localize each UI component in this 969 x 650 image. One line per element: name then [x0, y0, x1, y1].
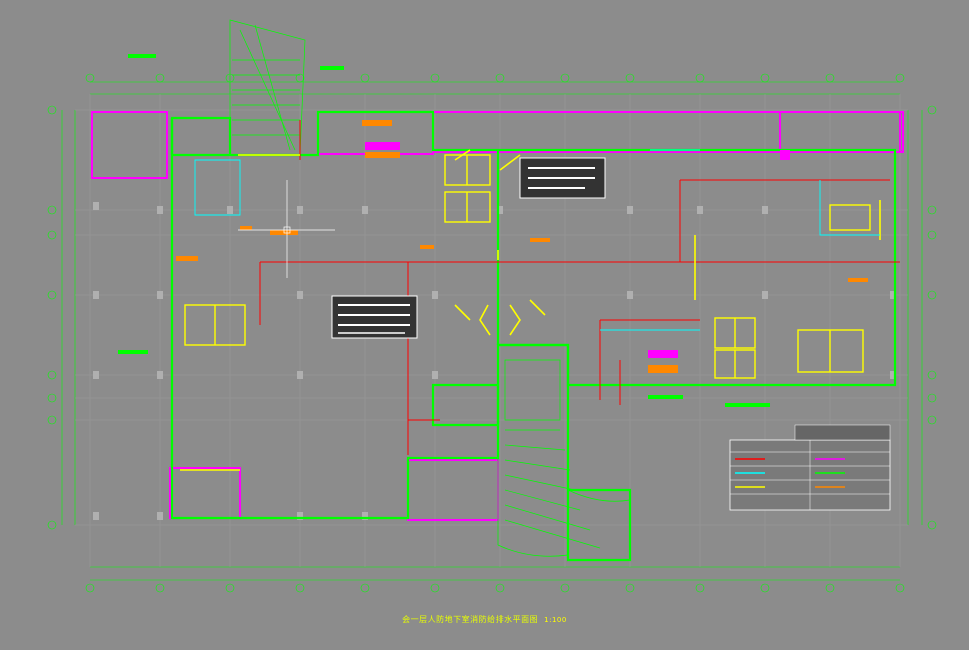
equipment-groups — [184, 154, 871, 379]
cyan-pipes — [194, 149, 880, 331]
legend-table — [729, 424, 891, 511]
cad-crosshair — [238, 180, 335, 278]
building-walls — [170, 110, 897, 562]
stair-north — [229, 19, 306, 156]
note-boxes — [331, 157, 606, 339]
drawing-title-text: 会一层人防地下室消防给排水平面图 — [402, 615, 539, 624]
ramp-south — [497, 359, 631, 557]
drain-pipes — [180, 149, 881, 471]
structural-columns — [93, 202, 896, 520]
fire-pipes — [259, 120, 900, 455]
axis-bubbles — [47, 73, 937, 593]
drawing-title: 会一层人防地下室消防给排水平面图 1:100 — [0, 614, 969, 625]
green-labels — [118, 54, 770, 407]
drawing-scale: 1:100 — [544, 616, 567, 624]
